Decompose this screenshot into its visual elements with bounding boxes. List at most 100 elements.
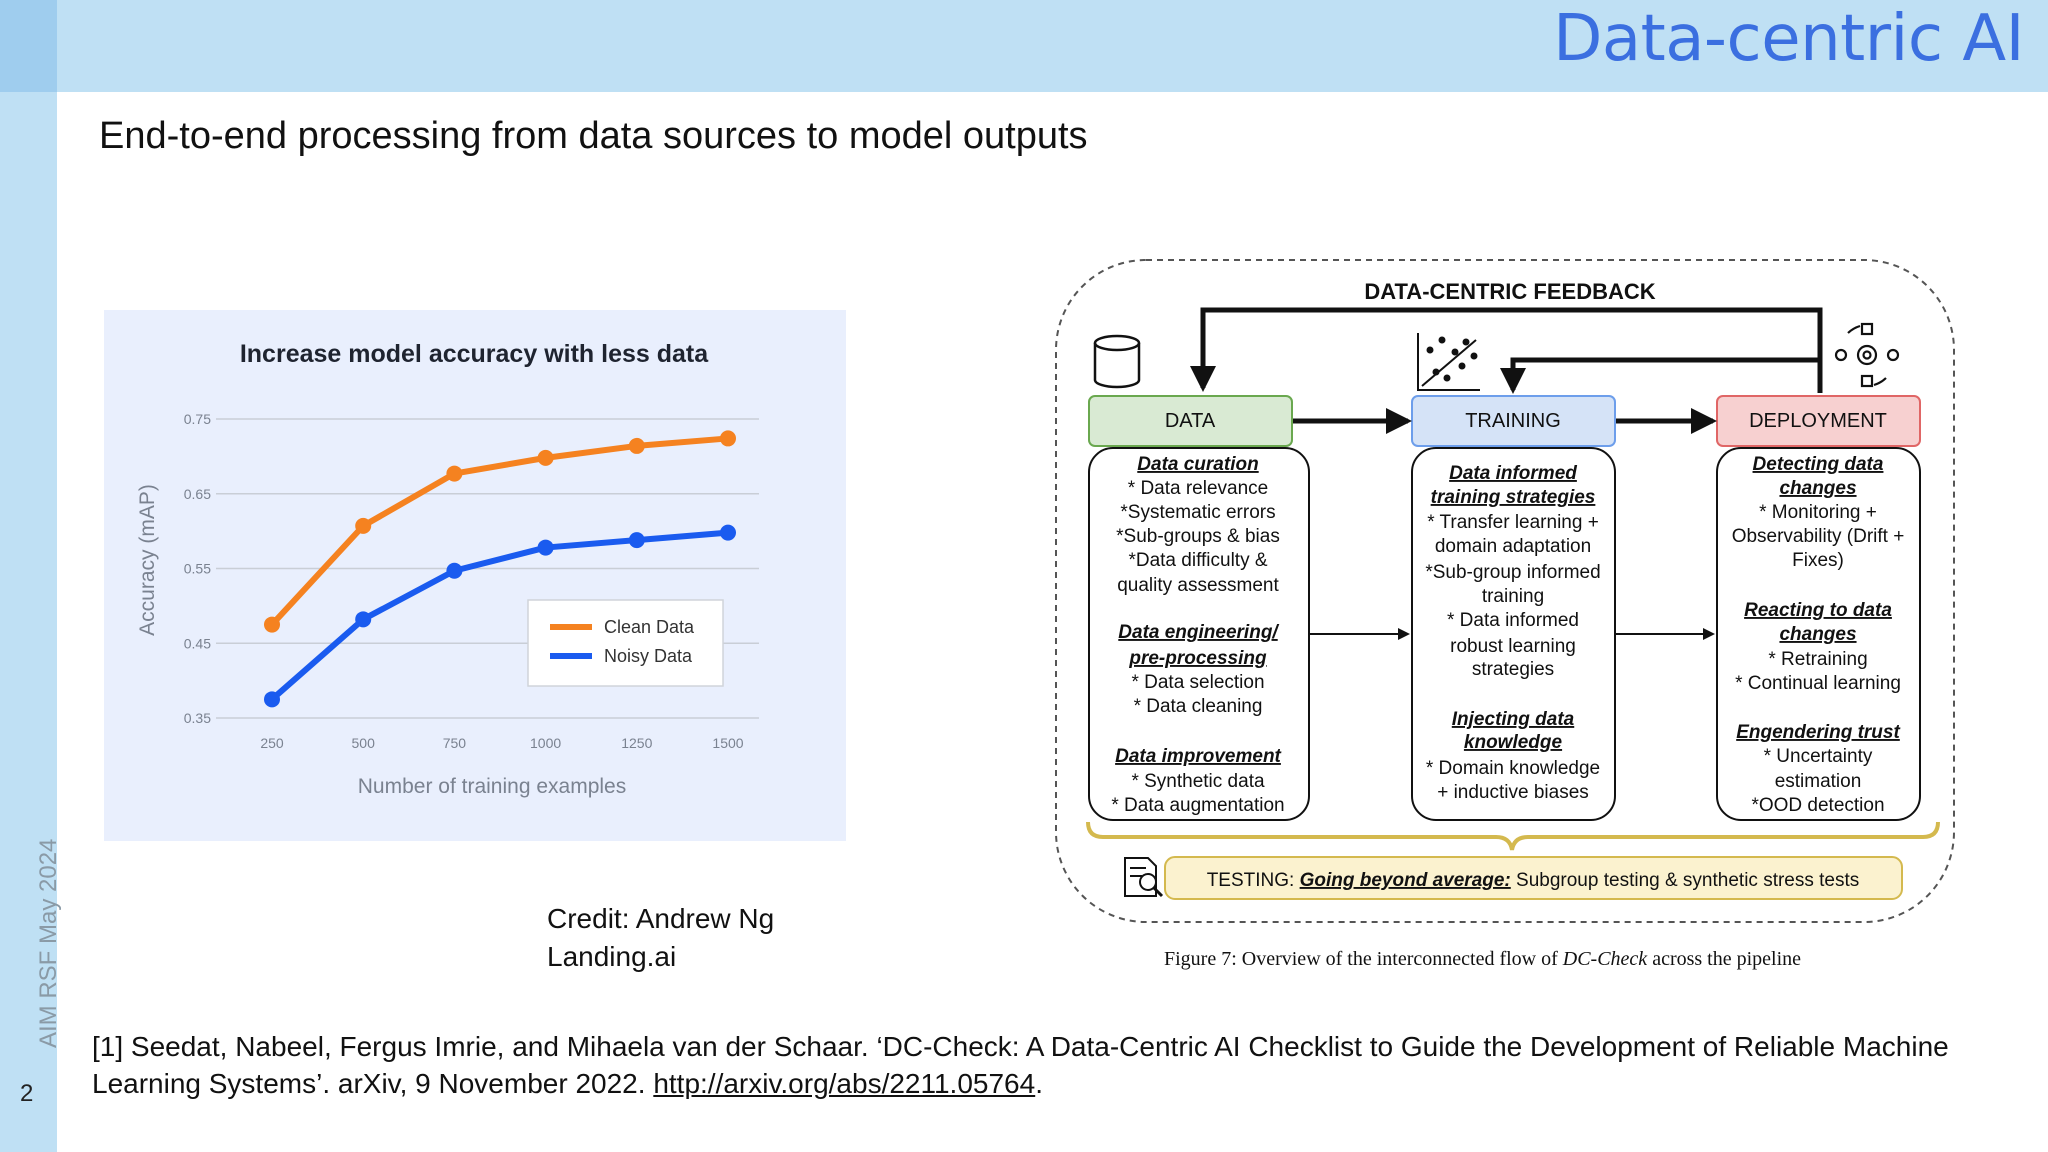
- data-heading: Data improvement: [1115, 746, 1281, 767]
- legend-label: Noisy Data: [604, 646, 693, 666]
- stage-label: DEPLOYMENT: [1749, 410, 1887, 432]
- caption-prefix: Figure 7: Overview of the interconnected…: [1164, 948, 1563, 970]
- reference-end: .: [1035, 1068, 1043, 1099]
- deployment-heading: Reacting to data: [1744, 600, 1892, 621]
- data-heading: Data engineering/: [1118, 622, 1279, 643]
- data-point: [355, 611, 372, 628]
- data-point: [537, 449, 554, 466]
- deployment-item: estimation: [1775, 771, 1862, 792]
- reference-text: [1] Seedat, Nabeel, Fergus Imrie, and Mi…: [92, 1031, 1949, 1099]
- feedback-arrow-inner: [1500, 357, 1820, 394]
- data-point: [720, 430, 736, 447]
- training-item: domain adaptation: [1435, 536, 1591, 557]
- sidebar-corner: [0, 0, 57, 92]
- deployment-heading: changes: [1779, 624, 1856, 645]
- caption-suffix: across the pipeline: [1647, 948, 1802, 970]
- data-item: * Synthetic data: [1131, 771, 1265, 792]
- scatter-plot-icon: [1417, 333, 1480, 391]
- training-item: robust learning: [1450, 636, 1576, 657]
- data-point: [264, 616, 280, 633]
- legend-label: Clean Data: [604, 617, 695, 637]
- chart-title: Increase model accuracy with less data: [240, 340, 709, 368]
- data-point: [446, 562, 463, 579]
- caption-italic: DC-Check: [1562, 948, 1648, 970]
- x-tick-label: 1000: [530, 735, 561, 751]
- training-item: * Transfer learning +: [1427, 512, 1599, 533]
- feedback-arrow-outer: [1190, 307, 1823, 393]
- testing-bar: [1164, 856, 1903, 900]
- data-item: *Sub-groups & bias: [1116, 526, 1280, 547]
- training-item: * Data informed: [1447, 610, 1579, 631]
- chart-panel: Increase model accuracy with less data A…: [104, 310, 846, 841]
- stage-data: [1088, 395, 1293, 447]
- y-tick-label: 0.35: [184, 710, 211, 726]
- credit-line: Credit: Andrew Ng: [547, 903, 775, 934]
- data-item: quality assessment: [1117, 575, 1279, 596]
- deployment-heading: Engendering trust: [1736, 722, 1900, 743]
- training-heading: training strategies: [1431, 487, 1596, 508]
- data-point: [720, 524, 736, 541]
- training-heading: Data informed: [1449, 463, 1577, 484]
- deployment-heading: changes: [1779, 478, 1856, 499]
- credit-source: Landing.ai: [547, 941, 677, 972]
- data-point: [628, 532, 645, 549]
- dc-check-diagram: DATA-CENTRIC FEEDBACK DATA TRAINING DEPL…: [1055, 259, 1955, 923]
- reference-link[interactable]: http://arxiv.org/abs/2211.05764: [653, 1068, 1036, 1099]
- x-tick-label: 1250: [621, 735, 652, 751]
- data-detail-box: [1088, 447, 1310, 821]
- data-point: [628, 437, 645, 454]
- slide-title: Data-centric AI: [1553, 2, 2024, 76]
- series-line-0: [269, 435, 731, 628]
- database-icon: [1093, 334, 1141, 389]
- data-point: [355, 517, 372, 534]
- deployment-item: * Uncertainty: [1764, 746, 1873, 767]
- deployment-item: *OOD detection: [1751, 795, 1884, 816]
- magnifier-document-icon: [1124, 857, 1164, 898]
- stage-label: DATA: [1165, 410, 1216, 432]
- deployment-item: * Continual learning: [1735, 673, 1901, 694]
- training-item: + inductive biases: [1437, 782, 1589, 803]
- data-item: *Data difficulty &: [1128, 550, 1267, 571]
- data-item: * Data relevance: [1128, 478, 1268, 499]
- left-sidebar: [0, 0, 57, 1152]
- deployment-item: Fixes): [1792, 550, 1844, 571]
- testing-text: TESTING: Going beyond average: Subgroup …: [1207, 870, 1860, 891]
- y-tick-label: 0.65: [184, 486, 211, 502]
- training-detail-box: [1411, 447, 1616, 821]
- y-axis-label: Accuracy (mAP): [136, 484, 159, 636]
- deployment-heading: Detecting data: [1753, 454, 1884, 475]
- credit-block: Credit: Andrew Ng Landing.ai: [547, 900, 774, 976]
- data-item: * Data augmentation: [1111, 795, 1284, 816]
- data-heading: pre-processing: [1128, 648, 1267, 669]
- training-item: training: [1482, 586, 1544, 607]
- x-tick-label: 750: [443, 735, 467, 751]
- gear-cycle-icon: [1834, 322, 1900, 388]
- y-tick-label: 0.75: [184, 411, 211, 427]
- deployment-item: Observability (Drift +: [1732, 526, 1905, 547]
- slide-subtitle: End-to-end processing from data sources …: [99, 115, 1088, 157]
- training-heading: knowledge: [1464, 732, 1563, 753]
- stage-training: [1411, 395, 1616, 447]
- stage-deployment: [1716, 395, 1921, 447]
- data-point: [446, 465, 463, 482]
- feedback-label: DATA-CENTRIC FEEDBACK: [1364, 279, 1655, 304]
- chart-legend: Clean Data Noisy Data: [527, 599, 724, 687]
- testing-prefix: TESTING:: [1207, 870, 1300, 891]
- deployment-item: * Monitoring +: [1759, 502, 1877, 523]
- data-item: * Data cleaning: [1134, 696, 1263, 717]
- data-heading: Data curation: [1137, 454, 1258, 475]
- training-item: strategies: [1472, 659, 1554, 680]
- x-tick-label: 1500: [712, 735, 743, 751]
- testing-brace: [1086, 821, 1940, 851]
- deployment-item: * Retraining: [1768, 649, 1867, 670]
- data-item: * Data selection: [1131, 672, 1264, 693]
- x-axis-label: Number of training examples: [358, 775, 626, 798]
- testing-emphasis: Going beyond average:: [1300, 870, 1511, 891]
- training-item: * Domain knowledge: [1426, 758, 1600, 779]
- data-item: *Systematic errors: [1120, 502, 1275, 523]
- testing-rest: Subgroup testing & synthetic stress test…: [1511, 870, 1860, 891]
- y-tick-label: 0.55: [184, 561, 211, 577]
- side-label: AIM RSF May 2024: [35, 838, 62, 1048]
- training-item: *Sub-group informed: [1425, 562, 1600, 583]
- training-heading: Injecting data: [1452, 709, 1575, 730]
